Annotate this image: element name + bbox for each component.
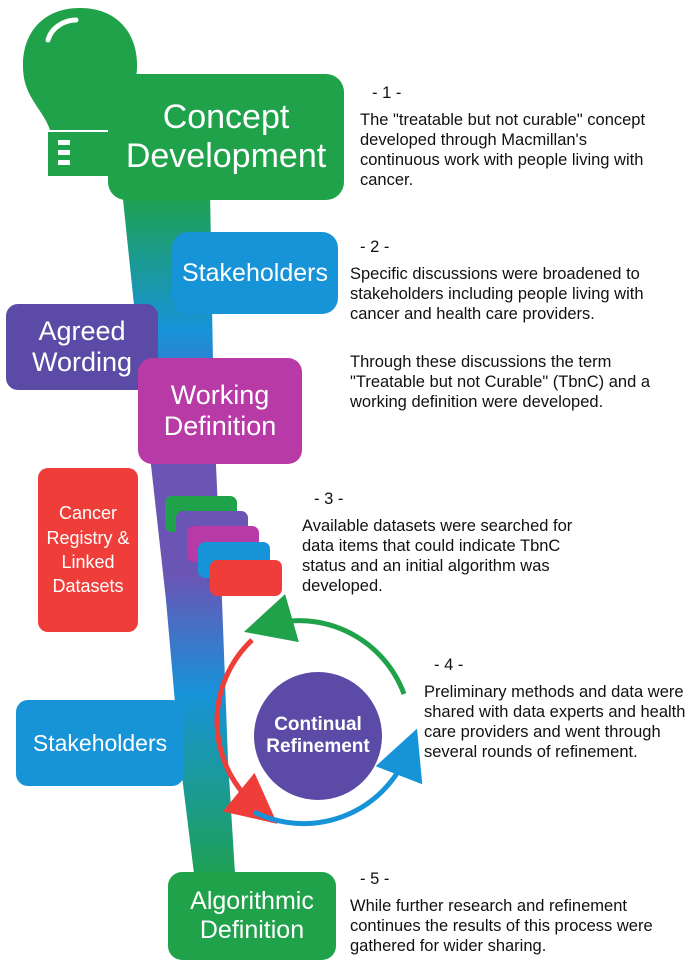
step-2-text: Specific discussions were broadened to s… — [350, 265, 644, 323]
concept-development-box: Concept Development — [108, 74, 344, 200]
step-3-number: - 3 - — [314, 490, 344, 508]
stakeholders-top-label: Stakeholders — [182, 258, 328, 287]
agreed-wording-label: Agreed Wording — [31, 315, 133, 377]
step-5-text: While further research and refinement co… — [350, 897, 653, 955]
stakeholders-bottom-label: Stakeholders — [32, 729, 168, 756]
step-3-text: Available datasets were searched for dat… — [302, 517, 573, 595]
cancer-registry-label: Cancer Registry & Linked Datasets — [46, 503, 130, 597]
cancer-registry-box: Cancer Registry & Linked Datasets — [38, 468, 138, 632]
refresh-cycle-arrows — [214, 594, 423, 827]
continual-refinement-circle: Continual Refinement — [254, 672, 382, 800]
stacked-dataset-cards — [165, 496, 282, 596]
concept-development-label: Concept Development — [125, 97, 327, 175]
stakeholders-top-box: Stakeholders — [172, 232, 338, 314]
step-2-number: - 2 - — [360, 238, 390, 256]
step-4-text: Preliminary methods and data were shared… — [424, 683, 686, 761]
algorithmic-definition-label: Algorithmic Definition — [190, 887, 314, 944]
step-1-text: The "treatable but not curable" concept … — [360, 111, 646, 189]
agreed-wording-box: Agreed Wording — [6, 304, 158, 390]
stakeholders-bottom-box: Stakeholders — [16, 700, 184, 786]
step-5-number: - 5 - — [360, 870, 390, 888]
step-1-number: - 1 - — [372, 84, 402, 102]
step-2-text-2: Through these discussions the term "Trea… — [350, 353, 651, 411]
step-4-number: - 4 - — [434, 656, 464, 674]
working-definition-label: Working Definition — [163, 379, 277, 441]
continual-refinement-label: Continual Refinement — [266, 714, 370, 757]
working-definition-box: Working Definition — [138, 358, 302, 464]
algorithmic-definition-box: Algorithmic Definition — [168, 872, 336, 960]
